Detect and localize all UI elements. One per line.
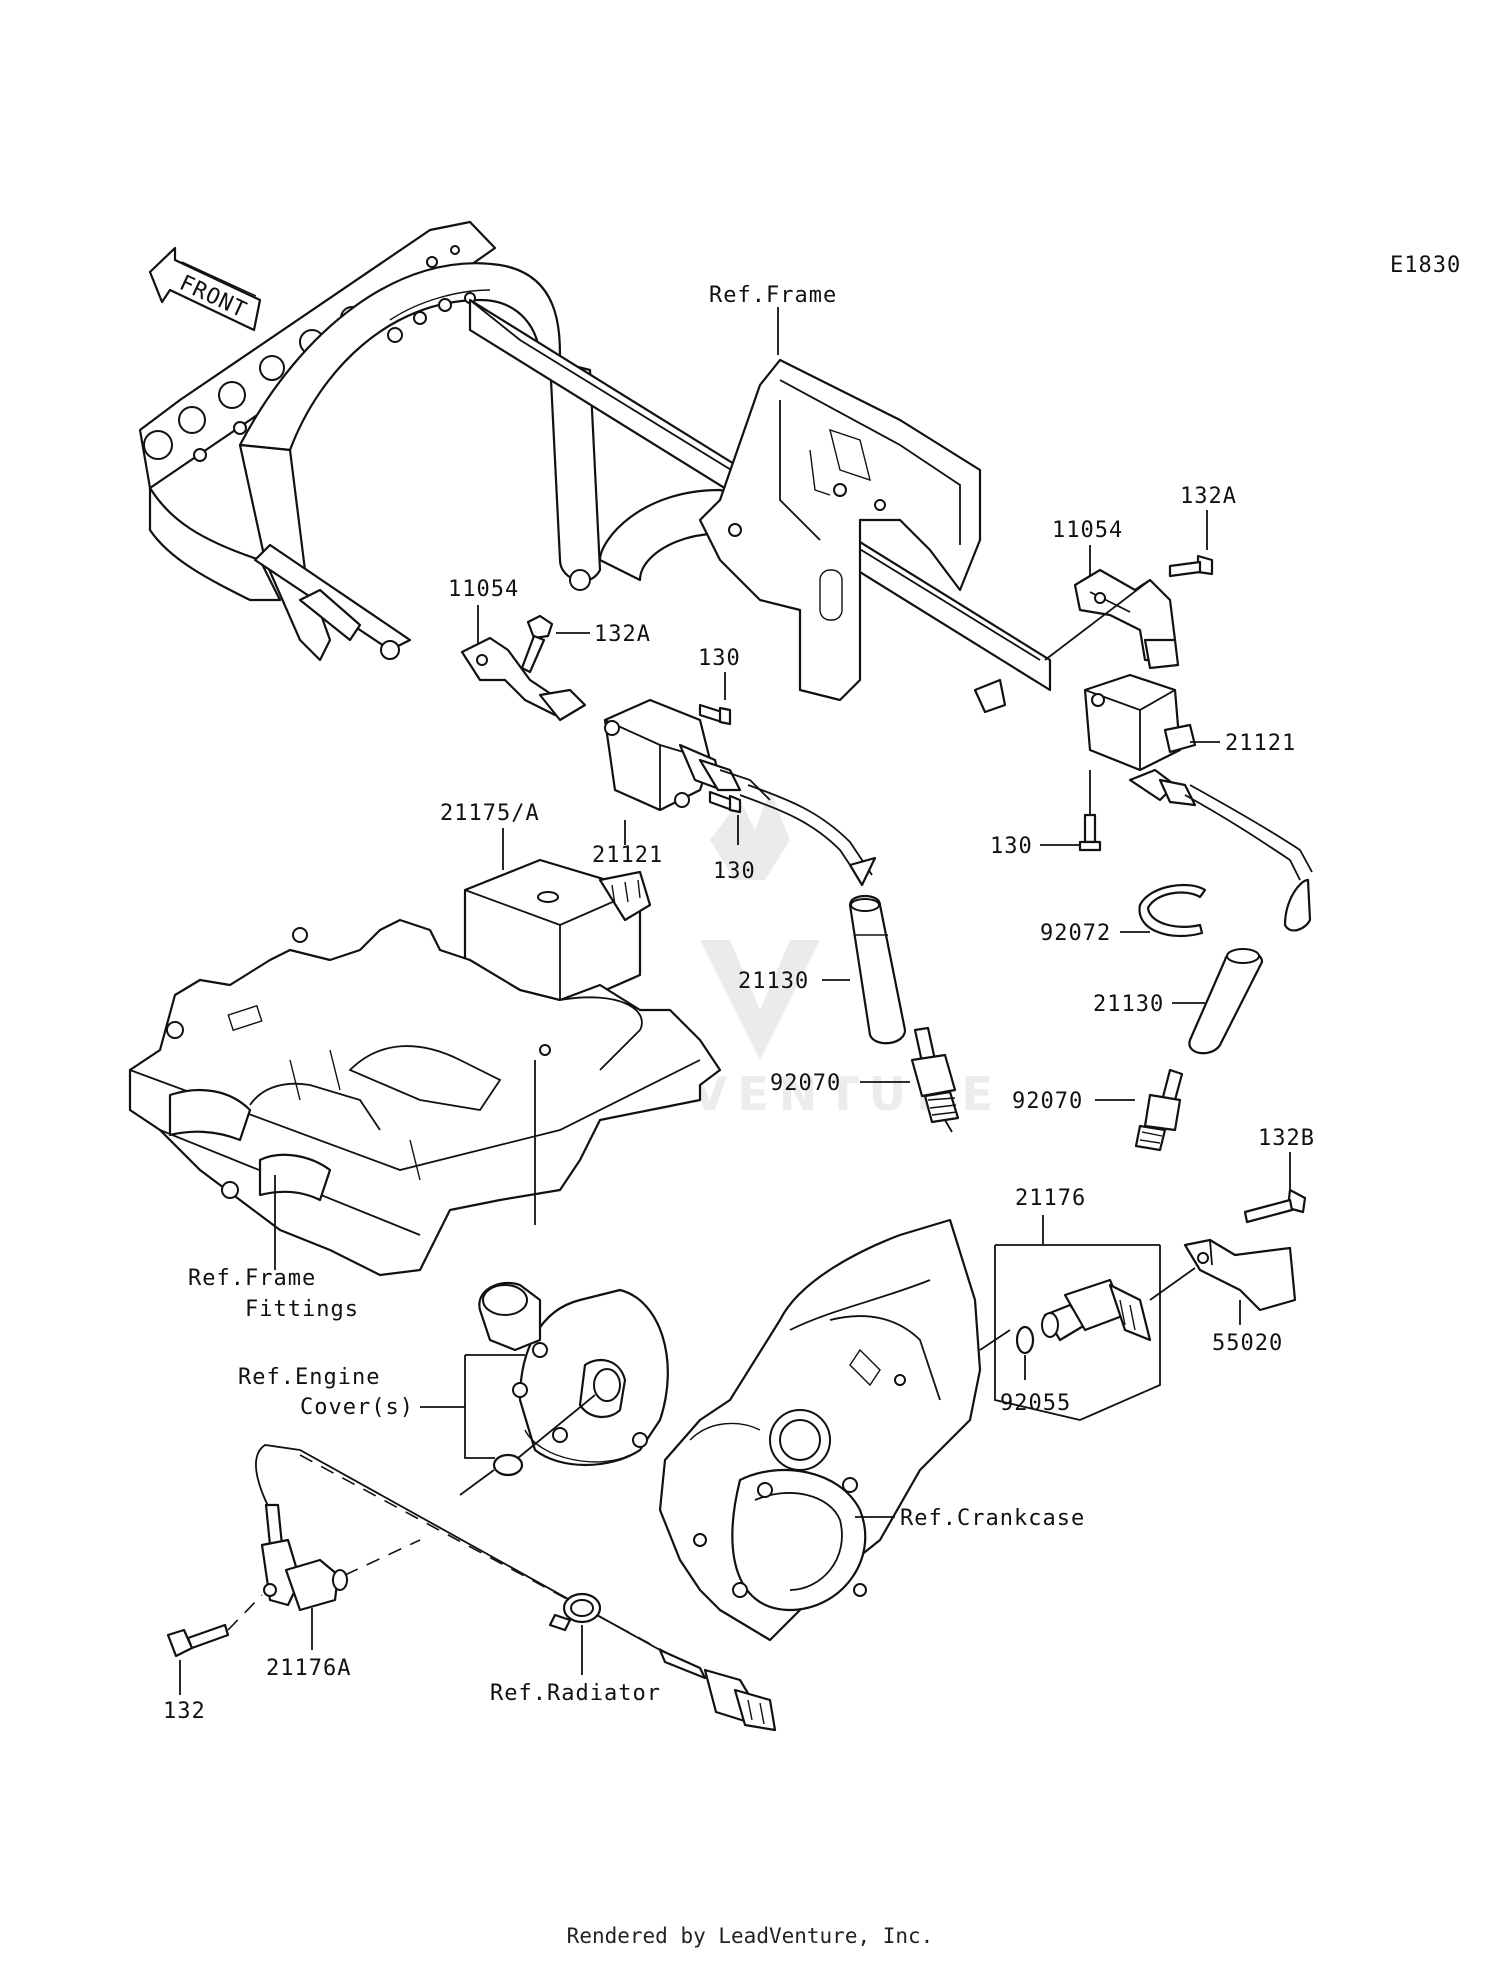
part-21121-right: 21121 — [1225, 731, 1296, 756]
plug-cap-21130-left — [848, 894, 907, 1045]
spark-plug-92070-left — [910, 1026, 960, 1133]
part-21130-right: 21130 — [1093, 992, 1164, 1017]
part-132a-right: 132A — [1180, 484, 1237, 509]
part-11054-left: 11054 — [448, 577, 519, 602]
part-21176a: 21176A — [266, 1656, 351, 1681]
bolt-130-upper — [698, 703, 732, 726]
bolt-132 — [166, 1623, 230, 1658]
ref-engine-cover-label-1: Ref.Engine — [238, 1365, 380, 1390]
footer-credit: Rendered by LeadVenture, Inc. — [566, 1924, 934, 1948]
ref-engine-cover-label-2: Cover(s) — [300, 1395, 414, 1420]
part-132b: 132B — [1258, 1126, 1315, 1151]
ref-radiator-label: Ref.Radiator — [490, 1681, 661, 1706]
part-130-right: 130 — [990, 834, 1033, 859]
bolt-130-lower — [708, 790, 742, 814]
engine-cover-ref — [478, 1281, 669, 1466]
clamp-92072 — [1138, 883, 1207, 938]
o-ring-92055 — [1015, 1325, 1035, 1355]
sensor-21176 — [1041, 1278, 1152, 1342]
bolt-132a-right — [1168, 554, 1214, 578]
ref-frame-top-label: Ref.Frame — [709, 283, 837, 308]
bolt-132b — [1243, 1188, 1307, 1224]
part-21175a: 21175/A — [440, 801, 540, 826]
part-132a-left: 132A — [594, 622, 651, 647]
spark-plug-92070-right — [1134, 1068, 1184, 1152]
part-21176: 21176 — [1015, 1186, 1086, 1211]
part-92055: 92055 — [1000, 1391, 1071, 1416]
ignition-coil-21121-left — [603, 698, 877, 887]
part-130-upper: 130 — [698, 646, 741, 671]
bracket-55020 — [1183, 1238, 1297, 1312]
plug-cap-21130-right — [1188, 948, 1264, 1055]
part-92070-left: 92070 — [770, 1071, 841, 1096]
ref-frame-fittings-label-2: Fittings — [245, 1297, 359, 1322]
radiator-clamp-ref — [548, 1592, 602, 1632]
part-55020: 55020 — [1212, 1331, 1283, 1356]
ignition-coil-21121-right — [1083, 673, 1313, 932]
bracket-11054-left — [460, 636, 587, 722]
part-130-lower: 130 — [713, 859, 756, 884]
bolt-132a-left — [520, 614, 554, 674]
ref-crankcase-label: Ref.Crankcase — [900, 1506, 1085, 1531]
part-11054-right: 11054 — [1052, 518, 1123, 543]
diagram-code: E1830 — [1390, 253, 1461, 278]
frame-fittings-ref — [128, 918, 722, 1277]
radiator-connector-ref — [658, 1648, 777, 1732]
frame-bracket-ref — [698, 358, 1007, 714]
o-ring-engine-cover — [492, 1453, 524, 1477]
part-21130-left: 21130 — [738, 969, 809, 994]
part-92072: 92072 — [1040, 921, 1111, 946]
bracket-11054-right — [1073, 568, 1180, 670]
front-arrow-icon: FRONT — [148, 246, 262, 332]
part-92070-right: 92070 — [1012, 1089, 1083, 1114]
ref-frame-fittings-label-1: Ref.Frame — [188, 1266, 316, 1291]
part-21121-left: 21121 — [592, 843, 663, 868]
sensor-21176a — [255, 1444, 681, 1661]
bolt-130-right — [1078, 813, 1102, 852]
ecu-21175a — [463, 858, 652, 1012]
part-132: 132 — [163, 1699, 206, 1724]
crankcase-ref — [658, 1218, 982, 1642]
